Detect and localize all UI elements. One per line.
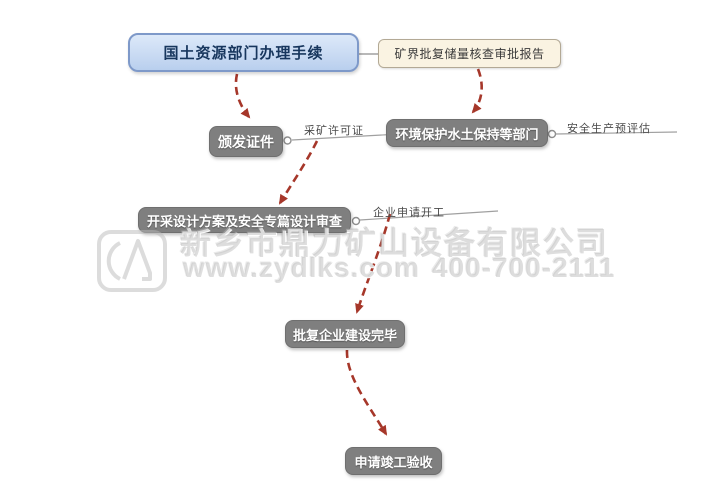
arrow-apply-to-done [355, 213, 392, 314]
node-completion-acceptance: 申请竣工验收 [345, 447, 442, 475]
arrow-root-to-cert [234, 73, 251, 119]
connector-dot-design [351, 216, 361, 226]
connector-dot-env [547, 129, 557, 139]
node-land-resources-dept: 国土资源部门办理手续 [128, 33, 359, 72]
node-construction-complete: 批复企业建设完毕 [285, 320, 405, 348]
arrow-license-to-design [278, 140, 319, 205]
edge-label-enterprise-apply: 企业申请开工 [373, 207, 445, 219]
node-reserve-review-report: 矿界批复储量核查审批报告 [378, 39, 561, 68]
node-mining-design-review: 开采设计方案及安全专篇设计审查 [138, 207, 351, 233]
node-environment-water-dept: 环境保护水土保持等部门 [386, 119, 548, 147]
arrow-report-to-env [471, 68, 483, 114]
edge-label-mining-license: 采矿许可证 [304, 125, 364, 137]
edge-label-safety-pre-evaluation: 安全生产预评估 [567, 123, 651, 135]
node-issue-certificates: 颁发证件 [209, 126, 283, 157]
arrow-done-to-acceptance [345, 349, 388, 436]
wire-safety-pre-eval [555, 131, 678, 135]
connector-dot-cert [283, 136, 292, 145]
wire-enterprise-apply [359, 210, 499, 221]
